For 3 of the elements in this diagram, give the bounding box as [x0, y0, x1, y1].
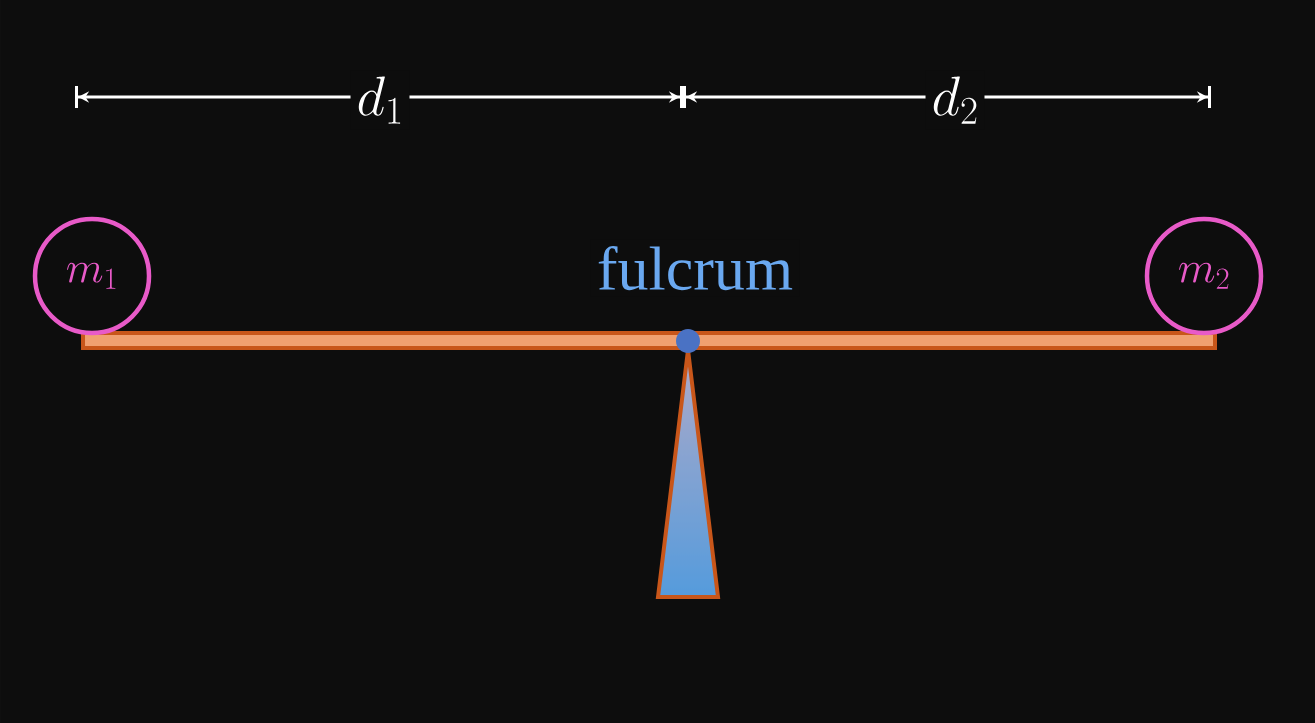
fulcrum-label: fulcrum [590, 239, 800, 297]
dimension-label: $d_2$ [925, 70, 985, 130]
dimension-label: $d_1$ [350, 70, 410, 130]
